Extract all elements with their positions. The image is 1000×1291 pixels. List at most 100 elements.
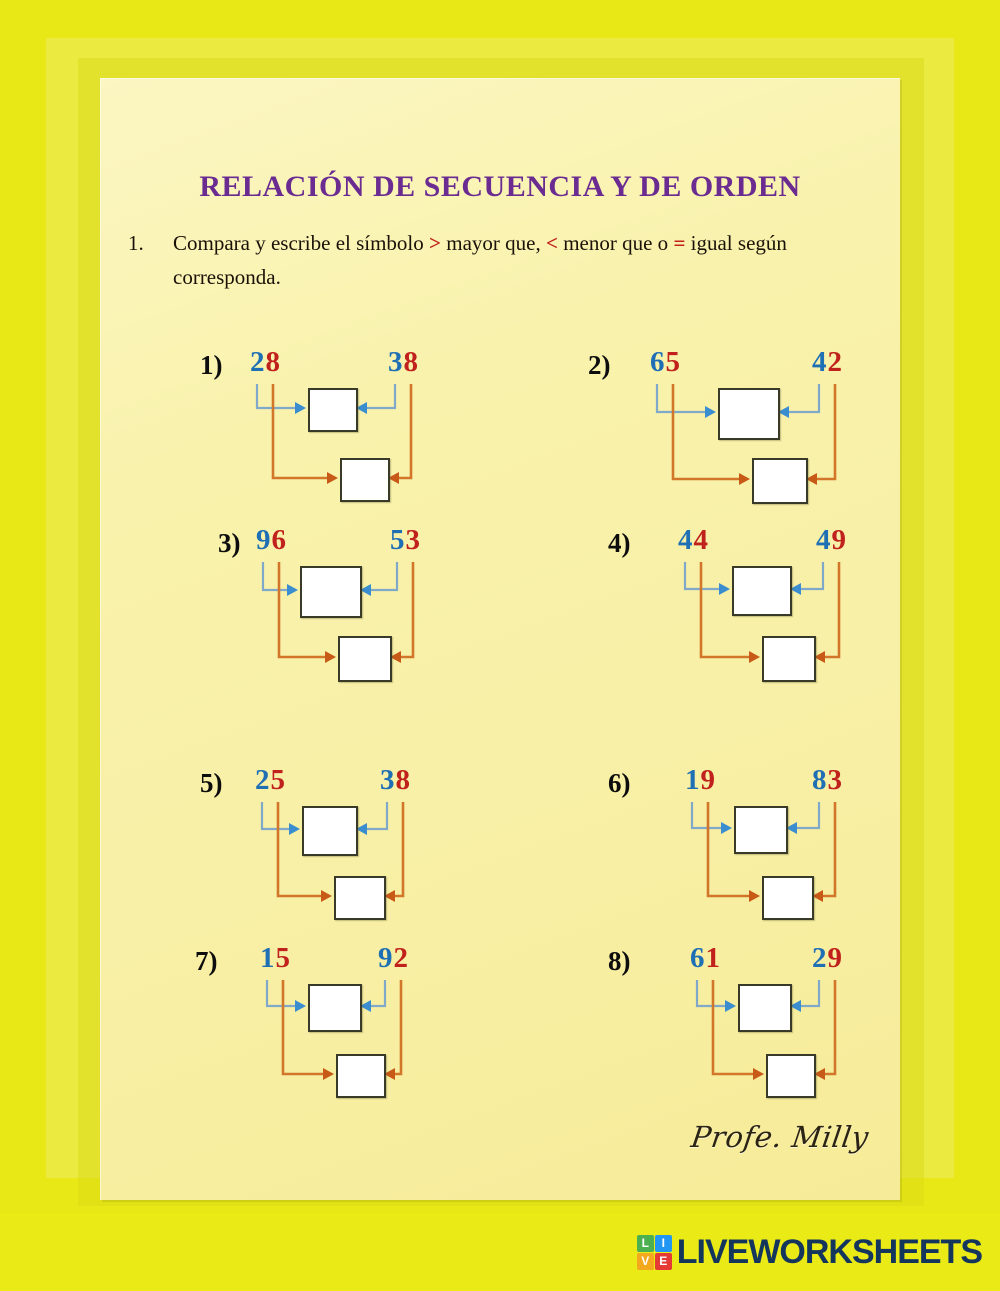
left-ones-digit: 5	[270, 764, 286, 796]
left-tens-digit: 2	[255, 764, 271, 796]
instruction-part-3: menor que o	[557, 231, 674, 255]
right-ones-digit: 2	[393, 942, 409, 974]
right-ones-digit: 9	[831, 524, 847, 556]
right-number: 38	[388, 346, 419, 379]
answer-box-ones[interactable]	[338, 636, 392, 682]
answer-box-ones[interactable]	[336, 1054, 386, 1098]
answer-box-ones[interactable]	[340, 458, 390, 502]
exercise-number-label: 4)	[608, 528, 631, 558]
exercise-item: 2) 65 42	[500, 346, 900, 524]
right-tens-digit: 8	[812, 764, 828, 796]
right-number: 29	[812, 942, 843, 975]
exercise-item: 7) 15 92	[100, 942, 500, 1120]
answer-box-tens[interactable]	[732, 566, 792, 616]
left-ones-digit: 5	[275, 942, 291, 974]
connector-arrows	[261, 562, 415, 663]
left-ones-digit: 4	[693, 524, 709, 556]
left-number: 65	[650, 346, 681, 379]
left-tens-digit: 1	[260, 942, 276, 974]
exercise-number-label: 6)	[608, 768, 631, 798]
logo-block-v: V	[636, 1252, 654, 1270]
right-ones-digit: 8	[403, 346, 419, 378]
left-tens-digit: 6	[650, 346, 666, 378]
answer-box-ones[interactable]	[766, 1054, 816, 1098]
right-tens-digit: 2	[812, 942, 828, 974]
connector-arrows	[655, 384, 837, 485]
symbol-equals: =	[673, 231, 686, 255]
right-tens-digit: 3	[380, 764, 396, 796]
instruction-part-4: igual según corresponda.	[173, 231, 787, 290]
left-number: 61	[690, 942, 721, 975]
connector-arrows	[683, 562, 841, 663]
left-tens-digit: 1	[685, 764, 701, 796]
right-tens-digit: 4	[812, 346, 828, 378]
right-ones-digit: 8	[395, 764, 411, 796]
symbol-less-than: <	[545, 231, 558, 255]
exercise-number-label: 1)	[200, 350, 223, 380]
right-number: 42	[812, 346, 843, 379]
logo-block-i: I	[654, 1234, 672, 1252]
exercise-number-label: 8)	[608, 946, 631, 976]
left-ones-digit: 1	[705, 942, 721, 974]
answer-box-ones[interactable]	[762, 876, 814, 920]
right-tens-digit: 3	[388, 346, 404, 378]
answer-box-tens[interactable]	[308, 388, 358, 432]
symbol-greater-than: >	[429, 231, 441, 255]
answer-box-tens[interactable]	[734, 806, 788, 854]
left-ones-digit: 6	[271, 524, 287, 556]
instruction-part-2: mayor que,	[441, 231, 546, 255]
answer-box-tens[interactable]	[302, 806, 358, 856]
left-tens-digit: 4	[678, 524, 694, 556]
exercise-number-label: 3)	[218, 528, 241, 558]
answer-box-tens[interactable]	[300, 566, 362, 618]
connector-arrows	[690, 802, 837, 902]
left-ones-digit: 9	[700, 764, 716, 796]
connector-arrows	[695, 980, 837, 1080]
left-tens-digit: 6	[690, 942, 706, 974]
right-number: 92	[378, 942, 409, 975]
exercise-item: 6) 19 83	[500, 764, 900, 942]
left-ones-digit: 5	[665, 346, 681, 378]
instruction-text: Compara y escribe el símbolo > mayor que…	[173, 226, 888, 294]
answer-box-ones[interactable]	[762, 636, 816, 682]
answer-box-ones[interactable]	[752, 458, 808, 504]
right-ones-digit: 9	[827, 942, 843, 974]
exercise-number-label: 7)	[195, 946, 218, 976]
right-ones-digit: 3	[827, 764, 843, 796]
left-number: 96	[256, 524, 287, 557]
answer-box-ones[interactable]	[334, 876, 386, 920]
instruction-block: 1. Compara y escribe el símbolo > mayor …	[128, 226, 888, 294]
teacher-signature: Profe. Milly	[689, 1120, 871, 1154]
logo-block-e: E	[654, 1252, 672, 1270]
answer-box-tens[interactable]	[308, 984, 362, 1032]
liveworksheets-wordmark: LIVEWORKSHEETS	[676, 1232, 983, 1271]
logo-block-l: L	[636, 1234, 654, 1252]
exercise-number-label: 2)	[588, 350, 611, 380]
left-number: 19	[685, 764, 716, 797]
connector-arrows	[260, 802, 405, 902]
answer-box-tens[interactable]	[718, 388, 780, 440]
left-number: 15	[260, 942, 291, 975]
right-tens-digit: 5	[390, 524, 406, 556]
worksheet-card: RELACIÓN DE SECUENCIA Y DE ORDEN 1. Comp…	[100, 78, 900, 1200]
left-number: 44	[678, 524, 709, 557]
instruction-part-1: Compara y escribe el símbolo	[173, 231, 430, 255]
exercise-item: 5) 25 38	[100, 764, 500, 942]
left-ones-digit: 8	[265, 346, 281, 378]
right-tens-digit: 4	[816, 524, 832, 556]
left-number: 25	[255, 764, 286, 797]
answer-box-tens[interactable]	[738, 984, 792, 1032]
right-number: 38	[380, 764, 411, 797]
left-number: 28	[250, 346, 281, 379]
exercise-number-label: 5)	[200, 768, 223, 798]
